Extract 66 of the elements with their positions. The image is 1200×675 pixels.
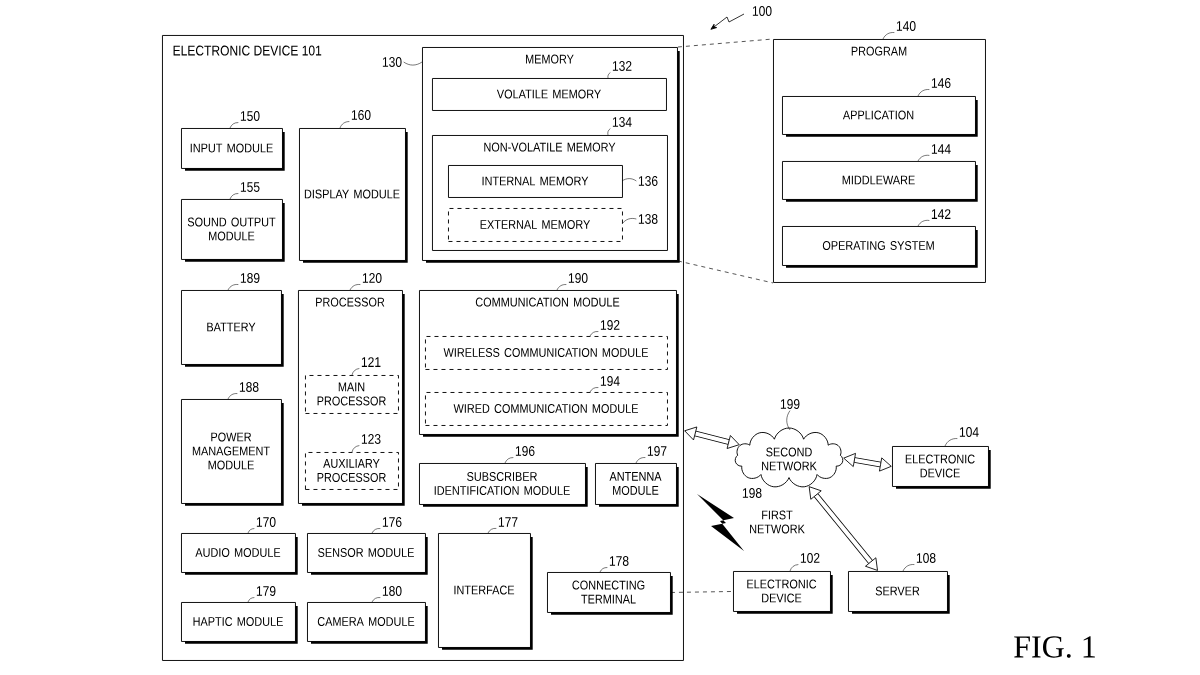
module-box: INPUT MODULE — [181, 128, 285, 171]
reference-numeral: 196 — [504, 446, 535, 464]
double-arrow — [843, 452, 892, 472]
module-box: AUDIO MODULE — [181, 533, 298, 575]
connector-line — [677, 260, 774, 284]
module-box: MAIN PROCESSOR — [305, 375, 399, 414]
reference-numeral: 144 — [917, 144, 951, 162]
callout-number: 100 — [752, 6, 772, 16]
module-box: INTERFACE — [438, 533, 533, 650]
reference-numeral: 104 — [944, 427, 979, 447]
reference-numeral: 160 — [339, 110, 371, 129]
reference-numeral: 146 — [917, 78, 951, 97]
module-box: APPLICATION — [782, 96, 978, 137]
network-cloud: SECOND NETWORK — [734, 427, 844, 488]
reference-numeral: 190 — [556, 273, 588, 291]
reference-numeral: 132 — [607, 61, 632, 79]
module-box: SUBSCRIBER IDENTIFICATION MODULE — [419, 463, 588, 507]
module-box: MIDDLEWARE — [782, 161, 978, 202]
reference-numeral: 123 — [351, 434, 381, 453]
reference-numeral: 102 — [789, 553, 820, 572]
module-box: VOLATILE MEMORY — [432, 78, 667, 111]
reference-numeral: 134 — [607, 117, 632, 136]
reference-numeral: 108 — [902, 553, 936, 572]
module-box: INTERNAL MEMORY — [448, 165, 623, 198]
reference-numeral: 176 — [371, 517, 402, 534]
reference-numeral: 155 — [229, 182, 260, 200]
module-box: AUXILIARY PROCESSOR — [305, 452, 399, 490]
module-box: HAPTIC MODULE — [181, 602, 298, 644]
reference-numeral: 197 — [635, 446, 667, 464]
module-box: SOUND OUTPUT MODULE — [181, 199, 285, 262]
reference-numeral: 189 — [227, 273, 260, 291]
reference-numeral: 150 — [229, 111, 260, 129]
reference-numeral: 180 — [371, 586, 402, 603]
reference-numeral: 136 — [621, 176, 658, 186]
reference-numeral: 121 — [351, 357, 381, 376]
reference-numeral: 177 — [487, 517, 518, 534]
module-box: BATTERY — [181, 290, 284, 367]
module-box: SERVER — [848, 571, 950, 614]
reference-numeral: 194 — [589, 376, 620, 393]
reference-numeral: 120 — [349, 273, 382, 291]
module-box: ANTENNA MODULE — [595, 463, 679, 507]
module-box: ELECTRONIC DEVICE — [892, 446, 991, 489]
reference-numeral: 178 — [599, 556, 629, 573]
double-arrow — [808, 486, 878, 571]
reference-numeral: 142 — [917, 209, 951, 227]
reference-numeral: 179 — [247, 586, 276, 603]
reference-numeral: 188 — [227, 382, 259, 400]
module-box: CONNECTING TERMINAL — [547, 572, 673, 615]
module-box: CAMERA MODULE — [307, 602, 428, 644]
reference-numeral: 130 — [382, 57, 423, 67]
module-box: EXTERNAL MEMORY — [448, 208, 623, 242]
reference-numeral: 138 — [621, 214, 658, 225]
module-box: OPERATING SYSTEM — [782, 226, 978, 268]
module-box: DISPLAY MODULE — [299, 128, 408, 263]
reference-numeral: 170 — [247, 517, 276, 534]
module-box: WIRELESS COMMUNICATION MODULE — [425, 336, 668, 370]
double-arrow — [684, 426, 740, 449]
figure-label: FIG. 1 — [1014, 636, 1095, 658]
module-box: POWER MANAGEMENT MODULE — [181, 399, 284, 506]
module-box: WIRED COMMUNICATION MODULE — [425, 392, 668, 426]
connector-line — [670, 591, 734, 593]
network-label: FIRST NETWORK — [750, 510, 805, 534]
reference-numeral: 140 — [882, 21, 916, 40]
reference-numeral: 192 — [589, 320, 620, 337]
module-box: ELECTRONIC DEVICE — [733, 571, 833, 614]
module-box: SENSOR MODULE — [307, 533, 428, 575]
